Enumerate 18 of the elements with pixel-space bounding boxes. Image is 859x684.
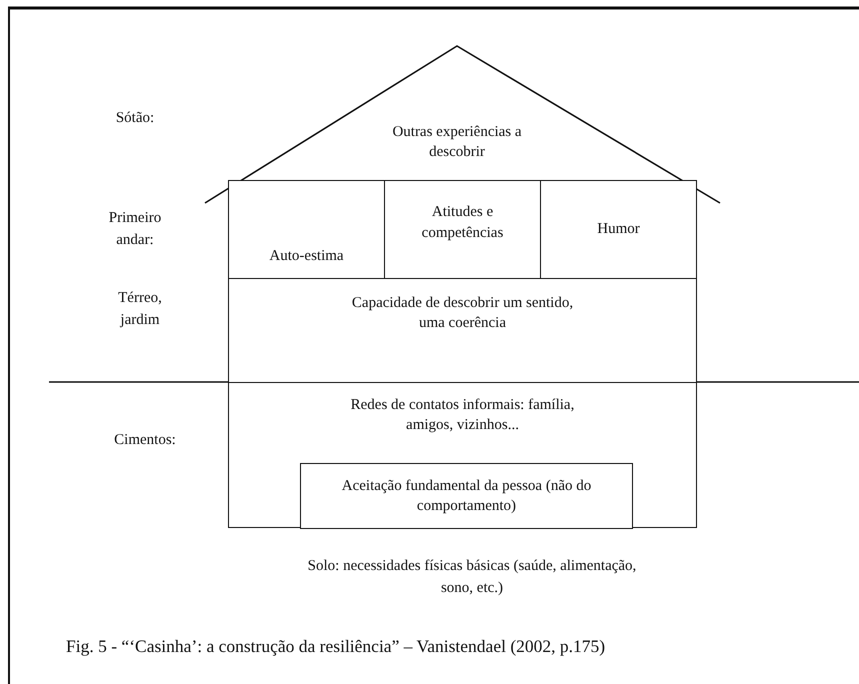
room-text: Aceitação fundamental da pessoa (não do comportamento) xyxy=(340,476,592,516)
room-box xyxy=(228,382,697,528)
room-text: Atitudes e competências xyxy=(420,203,504,242)
soil-note: Solo: necessidades físicas básicas (saúde, alimentação, sono, etc.) xyxy=(306,557,638,598)
room-text: Humor xyxy=(597,220,640,240)
room-text: Capacidade de descobrir um sentido, uma coerência xyxy=(350,294,574,334)
floor-label: Sótão: xyxy=(114,109,156,128)
room-box xyxy=(300,463,633,529)
room-text: Redes de contatos informais: família, amigos, vizinhos... xyxy=(350,396,576,436)
room-box xyxy=(228,278,697,383)
floor-label: Térreo, jardim xyxy=(117,289,163,330)
room-text: Auto-estima xyxy=(269,246,344,266)
room-text: Outras experiências a descobrir xyxy=(391,122,523,162)
figure-caption: Fig. 5 - “‘Casinha’: a construção da resiliência” – Vanistendael (2002, p.175) xyxy=(66,636,606,657)
room-box xyxy=(540,180,697,279)
room-box xyxy=(228,180,385,279)
floor-label: Primeiro andar: xyxy=(108,209,162,250)
floor-label: Cimentos: xyxy=(113,431,177,450)
